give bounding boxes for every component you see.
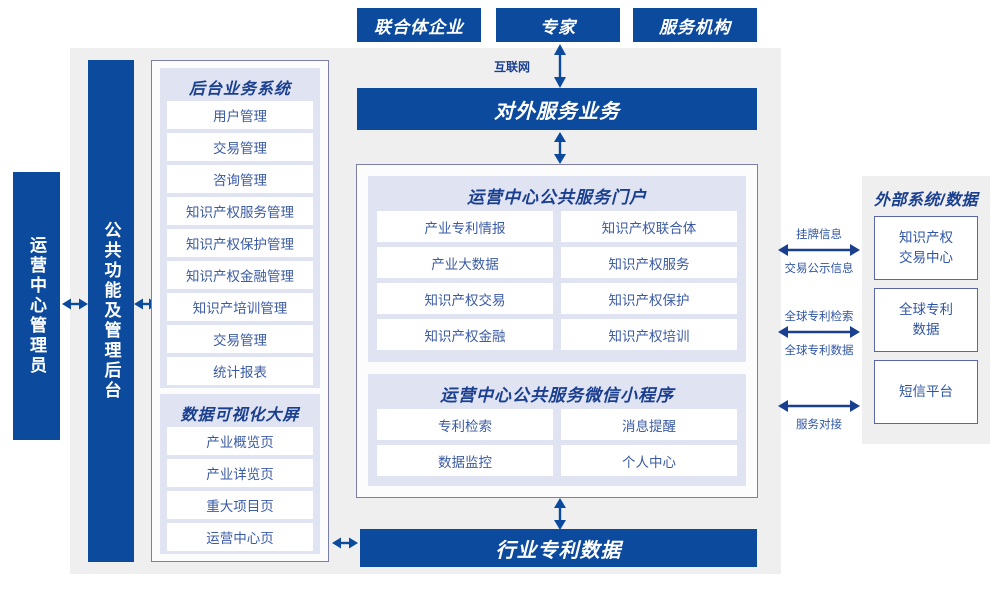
backend-item-1[interactable]: 交易管理 (167, 133, 313, 161)
dashboard-item-2[interactable]: 重大项目页 (167, 491, 313, 519)
portal-to-data-connector (545, 498, 575, 530)
admin-to-platform-connector (62, 294, 88, 314)
backend-item-6[interactable]: 知识产培训管理 (167, 293, 313, 321)
actor-box-0[interactable]: 联合体企业 (357, 8, 481, 42)
external-box-0[interactable]: 知识产权 交易中心 (874, 216, 978, 280)
portal-item-6[interactable]: 知识产权金融 (377, 319, 553, 350)
external-box-list: 知识产权 交易中心 全球专利 数据 短信平台 (862, 216, 990, 424)
external-box-2[interactable]: 短信平台 (874, 360, 978, 424)
actor-box-2[interactable]: 服务机构 (633, 8, 757, 42)
portal-item-7[interactable]: 知识产权培训 (561, 319, 737, 350)
internet-connector (545, 44, 575, 88)
backend-item-4[interactable]: 知识产权保护管理 (167, 229, 313, 257)
portal-panel-title: 运营中心公共服务门户 (467, 188, 647, 207)
portal-item-grid: 产业专利情报 知识产权联合体 产业大数据 知识产权服务 知识产权交易 知识产权保… (368, 211, 746, 350)
backend-item-3[interactable]: 知识产权服务管理 (167, 197, 313, 225)
miniprogram-item-grid: 专利检索 消息提醒 数据监控 个人中心 (368, 409, 746, 476)
external-box-1-line2: 数据 (912, 322, 940, 337)
internet-label: 互联网 (480, 58, 544, 75)
backend-panel-title: 后台业务系统 (188, 81, 291, 98)
external-connector-0-label-above: 挂牌信息 (796, 229, 842, 241)
internet-label-text: 互联网 (493, 60, 530, 74)
backend-item-list: 用户管理 交易管理 咨询管理 知识产权服务管理 知识产权保护管理 知识产权金融管… (160, 101, 320, 385)
operator-admin-label: 运营中心管理员 (27, 236, 46, 376)
backend-item-8[interactable]: 统计报表 (167, 357, 313, 385)
actor-label: 服务机构 (659, 17, 731, 37)
external-connector-1-label-below: 全球专利数据 (784, 345, 854, 357)
dashboard-panel-title: 数据可视化大屏 (180, 407, 300, 424)
miniprogram-item-3[interactable]: 个人中心 (561, 445, 737, 476)
backend-to-data-connector (332, 533, 358, 553)
portal-item-1[interactable]: 知识产权联合体 (561, 211, 737, 242)
service-to-portal-connector (545, 132, 575, 164)
platform-backoffice-label: 公共功能及管理后台 (101, 221, 121, 401)
actor-label: 专家 (540, 17, 576, 37)
dashboard-item-1[interactable]: 产业详览页 (167, 459, 313, 487)
miniprogram-item-0[interactable]: 专利检索 (377, 409, 553, 440)
portal-panel: 运营中心公共服务门户 产业专利情报 知识产权联合体 产业大数据 知识产权服务 知… (368, 176, 746, 362)
external-connector-1-label-above: 全球专利检索 (784, 311, 854, 323)
backend-item-0[interactable]: 用户管理 (167, 101, 313, 129)
platform-backoffice-column[interactable]: 公共功能及管理后台 (88, 60, 134, 562)
external-box-2-line1: 短信平台 (899, 384, 953, 400)
miniprogram-panel: 运营中心公共服务微信小程序 专利检索 消息提醒 数据监控 个人中心 (368, 374, 746, 486)
external-box-0-line2: 交易中心 (899, 250, 953, 265)
external-box-1-line1: 全球专利 (899, 302, 953, 318)
external-systems-title: 外部系统/数据 (874, 192, 978, 209)
dashboard-item-list: 产业概览页 产业详览页 重大项目页 运营中心页 (160, 427, 320, 551)
backend-item-7[interactable]: 交易管理 (167, 325, 313, 353)
external-connector-1 (778, 322, 860, 342)
dashboard-item-0[interactable]: 产业概览页 (167, 427, 313, 455)
external-box-1[interactable]: 全球专利 数据 (874, 288, 978, 352)
portal-item-5[interactable]: 知识产权保护 (561, 283, 737, 314)
operator-admin-column[interactable]: 运营中心管理员 (13, 172, 60, 440)
portal-item-4[interactable]: 知识产权交易 (377, 283, 553, 314)
external-connector-2 (778, 396, 860, 416)
miniprogram-panel-title: 运营中心公共服务微信小程序 (440, 386, 674, 405)
external-systems-panel: 外部系统/数据 知识产权 交易中心 全球专利 数据 短信平台 (862, 176, 990, 444)
industry-patent-data-bar[interactable]: 行业专利数据 (360, 529, 757, 567)
industry-patent-data-label: 行业专利数据 (495, 539, 622, 562)
external-connector-0 (778, 240, 860, 260)
miniprogram-item-1[interactable]: 消息提醒 (561, 409, 737, 440)
dashboard-panel: 数据可视化大屏 产业概览页 产业详览页 重大项目页 运营中心页 (160, 394, 320, 554)
backend-business-panel: 后台业务系统 用户管理 交易管理 咨询管理 知识产权服务管理 知识产权保护管理 … (160, 68, 320, 388)
external-connector-2-label-below: 服务对接 (796, 419, 842, 431)
external-connector-0-label-below: 交易公示信息 (784, 263, 854, 275)
portal-item-0[interactable]: 产业专利情报 (377, 211, 553, 242)
portal-item-3[interactable]: 知识产权服务 (561, 247, 737, 278)
backend-item-2[interactable]: 咨询管理 (167, 165, 313, 193)
actor-box-1[interactable]: 专家 (496, 8, 620, 42)
backend-item-5[interactable]: 知识产权金融管理 (167, 261, 313, 289)
miniprogram-item-2[interactable]: 数据监控 (377, 445, 553, 476)
dashboard-item-3[interactable]: 运营中心页 (167, 523, 313, 551)
external-box-0-line1: 知识产权 (899, 230, 953, 246)
portal-item-2[interactable]: 产业大数据 (377, 247, 553, 278)
actor-label: 联合体企业 (374, 17, 464, 37)
external-service-label: 对外服务业务 (494, 100, 620, 123)
external-service-bar[interactable]: 对外服务业务 (357, 88, 757, 130)
